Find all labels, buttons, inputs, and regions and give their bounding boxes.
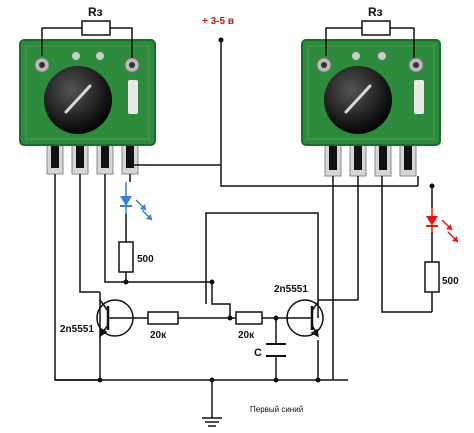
label-res-red: 500 — [442, 276, 459, 287]
transistor-right-icon — [286, 299, 324, 338]
resistor-r3-right — [325, 20, 415, 58]
resistor-500-red — [424, 261, 440, 293]
label-r3-left: Rз — [88, 5, 103, 19]
resistor-r3-left — [41, 20, 133, 58]
label-res-base-left: 20к — [150, 330, 167, 341]
sound-module-right — [301, 39, 441, 177]
note-first-blue: Первый синий — [250, 405, 303, 414]
label-res-blue: 500 — [137, 254, 154, 265]
led-blue-icon — [120, 182, 153, 221]
transistor-left-icon — [96, 299, 134, 338]
label-transistor-right: 2n5551 — [274, 284, 308, 295]
junction-dots — [97, 183, 435, 383]
capacitor-icon — [266, 343, 286, 357]
module-right-pins — [324, 139, 417, 177]
resistor-500-blue — [118, 241, 134, 273]
resistor-20k-right — [235, 311, 263, 325]
label-capacitor: C — [254, 347, 262, 359]
label-r3-right: Rз — [368, 5, 383, 19]
module-left-pins — [46, 139, 139, 175]
label-res-base-right: 20к — [238, 330, 255, 341]
label-transistor-left: 2n5551 — [60, 324, 94, 335]
label-supply: + 3-5 в — [202, 16, 234, 27]
ground-icon — [202, 417, 222, 427]
led-red-icon — [426, 208, 459, 243]
resistor-20k-left — [147, 311, 179, 325]
sound-module-left — [19, 39, 156, 175]
